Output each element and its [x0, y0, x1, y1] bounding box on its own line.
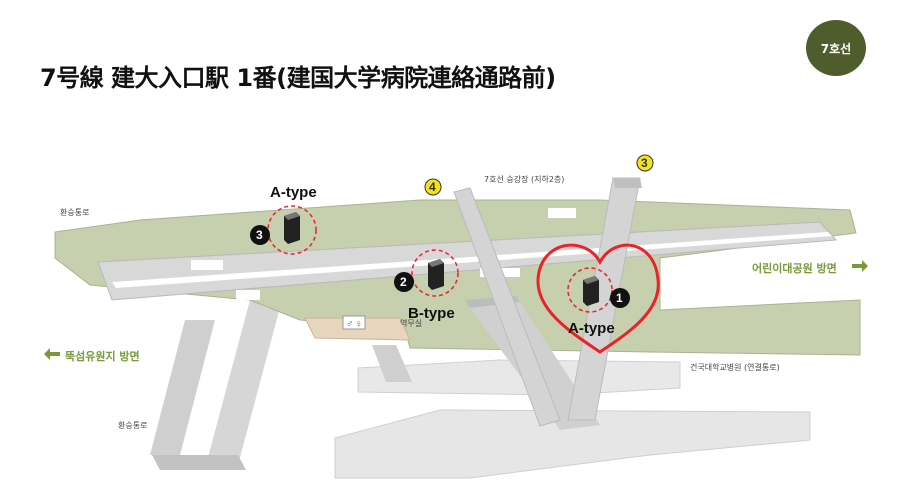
machine-2-ring — [411, 249, 459, 297]
platform-edge — [112, 232, 832, 288]
opening — [191, 260, 223, 270]
label-dir-right: 어린이대공원 방면 — [752, 261, 837, 275]
exit-4-stair — [453, 187, 561, 427]
exit-4-number: 4 — [429, 180, 436, 194]
machine-1-number: 1 — [616, 291, 623, 305]
opening — [236, 290, 260, 300]
stair-left-1 — [150, 320, 215, 455]
highlight-heart — [536, 243, 660, 354]
restroom-woman-icon: ♀ — [355, 319, 363, 330]
label-hospital: 건국대학교병원 (연결통로) — [690, 362, 780, 372]
stair-left-2 — [206, 300, 282, 465]
exit-4-badge — [424, 178, 442, 196]
mid-stair — [372, 345, 412, 382]
machine-1-ring — [567, 267, 613, 313]
exit-3-top — [613, 178, 642, 188]
line-badge: 7호선 — [806, 20, 866, 76]
restroom-man-icon: ♂ — [346, 319, 354, 330]
exit-3-badge — [636, 154, 654, 172]
machine-1-icon-top — [583, 276, 599, 284]
machine-3-number: 3 — [256, 228, 263, 242]
machine-3-badge — [250, 225, 270, 245]
arrow-right-icon — [852, 260, 868, 272]
machine-1-badge — [610, 288, 630, 308]
machine-2-icon-top — [428, 259, 444, 267]
page-title: 7号線 建大入口駅 1番(建国大学病院連絡通路前) — [40, 64, 556, 92]
arrow-left-icon — [44, 348, 60, 360]
lower-concourse — [334, 409, 811, 479]
label-transfer-bottom: 환승통로 — [118, 420, 147, 430]
label-station-office: 역무실 — [400, 318, 422, 328]
machine-3-icon-top — [284, 212, 300, 220]
machine-1-type: A-type — [568, 320, 615, 337]
machine-3-type: A-type — [270, 184, 317, 201]
restroom-icon — [342, 315, 366, 330]
exit-3-number: 3 — [641, 156, 648, 170]
opening — [548, 208, 576, 218]
label-platform: 7호선 승강장 (지하2층) — [484, 174, 564, 184]
machine-3-ring — [267, 205, 317, 255]
machine-2-badge — [394, 272, 414, 292]
machine-2-type: B-type — [408, 305, 455, 322]
label-transfer-top: 환승통로 — [60, 207, 89, 217]
label-dir-left: 뚝섬유원지 방면 — [65, 349, 140, 363]
opening — [662, 282, 710, 291]
machine-2-number: 2 — [400, 275, 407, 289]
stair-left-3 — [152, 455, 246, 470]
